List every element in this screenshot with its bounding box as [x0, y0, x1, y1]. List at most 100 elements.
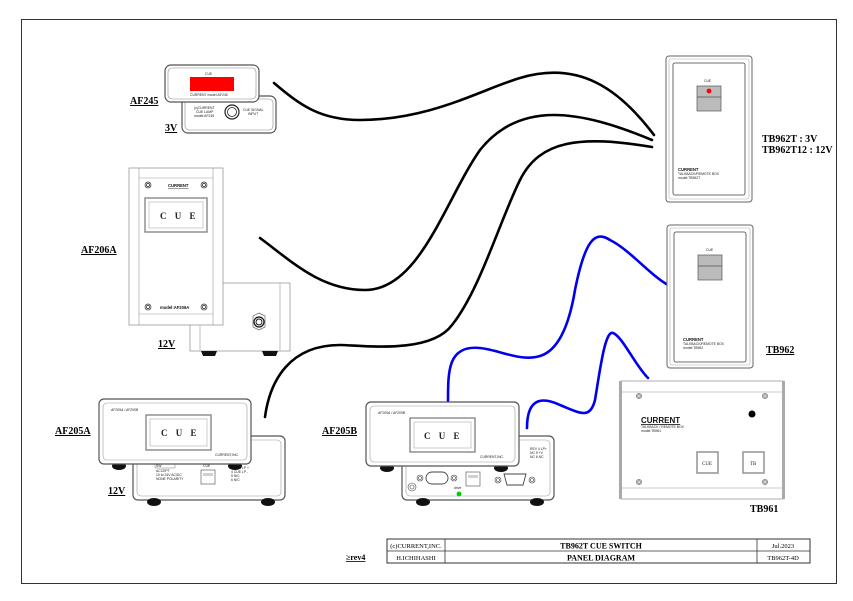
- drawing-subtitle: PANEL DIAGRAM: [567, 554, 636, 563]
- af245-model-text: CURRENT model:AF245: [190, 93, 228, 97]
- cable-af206a-to-tb962t: [258, 113, 654, 292]
- af205b-pin3: NC 6 NC: [530, 455, 544, 459]
- foot: [416, 498, 430, 506]
- tb962-brand: CURRENT: [683, 337, 704, 342]
- device-tb962t: CUE CURRENT TALKBACK/REMOTE BOX model:TB…: [665, 55, 833, 203]
- af206a-cue-window: [144, 197, 208, 233]
- tb962-cue-button: [697, 254, 723, 281]
- tb961-tb-label: TB: [750, 462, 757, 467]
- device-tb962: CUE CURRENT TALKBACK/REMOTE BOX model:TB…: [666, 224, 794, 369]
- af206a-voltage: 12V: [158, 339, 176, 350]
- af245-cue-text: CUE: [205, 72, 213, 76]
- af206a-cue-text: C U E: [160, 211, 199, 221]
- af205a-front-model: AF205A / AF205B: [110, 408, 139, 412]
- af205b-front-model: AF205A / AF205B: [377, 411, 406, 415]
- device-af206a: CURRENT C U E model:AF206A AF206A 12V: [81, 167, 291, 356]
- af205a-cue-text: C U E: [161, 428, 200, 438]
- tb962t-model: model:TB962T: [678, 176, 700, 180]
- tb962t-led: [706, 88, 712, 94]
- cable-af205b-to-tb962: [446, 235, 670, 404]
- device-af245: (c)CURRENT CUE LAMP model:AF245 CUE SIGN…: [130, 64, 277, 134]
- tb961-tb-button: [742, 451, 765, 474]
- drawing-title: TB962T CUE SWITCH: [560, 542, 642, 551]
- af205b-cue-window: [409, 417, 476, 453]
- af205b-drive-text: drive: [454, 486, 461, 490]
- doc-number-cell: TB962T-4D: [767, 555, 799, 562]
- af206a-brand: CURRENT: [168, 183, 189, 188]
- cable-af245-to-tb962t: [272, 71, 656, 137]
- af206a-model-text: model:AF206A: [160, 305, 189, 310]
- tb962t-brand: CURRENT: [678, 167, 699, 172]
- af205a-back-line2: 10 to 24V AC/DC: [156, 473, 182, 477]
- tb961-model: model:TB961: [641, 429, 661, 433]
- tb961-sub: TALKBACK / REMOTE BOX: [641, 425, 685, 429]
- af205a-cue-port-label: CUE: [203, 464, 211, 468]
- company-cell: (c)CURRENT,INC.: [390, 543, 442, 550]
- tb961-cue-button: [696, 451, 719, 474]
- tb962t-sub: TALKBACK/REMOTE BOX: [678, 172, 720, 176]
- af205a-brand: CURRENT,INC.: [215, 453, 239, 457]
- af245-input-line1: CUE SIGNAL: [243, 108, 264, 112]
- tb962t-label-line1: TB962T : 3V: [762, 134, 818, 145]
- af245-label: AF245: [130, 96, 158, 107]
- af206a-label: AF206A: [81, 245, 117, 256]
- tb961-brand: CURRENT: [641, 416, 680, 425]
- foot: [201, 351, 217, 356]
- cable-af205a-to-tb962t: [263, 139, 654, 419]
- tb961-cue-label: CUE: [702, 462, 712, 467]
- af205a-label: AF205A: [55, 426, 91, 437]
- af245-back-line1: (c)CURRENT: [194, 106, 215, 110]
- af205a-voltage: 12V: [108, 486, 126, 497]
- cable-af205b-to-tb961: [525, 331, 650, 430]
- tb961-indicator: [748, 410, 756, 418]
- tb962t-box: [665, 55, 753, 203]
- af205a-back-line3: NONE POLARITY: [156, 477, 184, 481]
- af205b-cue-text: C U E: [424, 431, 463, 441]
- af245-voltage: 3V: [165, 123, 178, 134]
- screw-icons: [636, 393, 768, 485]
- foot: [262, 351, 278, 356]
- af245-lamp: [190, 77, 234, 91]
- af205a-pin3: 5 N/C: [231, 474, 240, 478]
- af205b-label: AF205B: [322, 426, 357, 437]
- cables: [258, 71, 670, 430]
- foot: [261, 498, 275, 506]
- rj-jack-icon: [200, 469, 216, 485]
- af205a-cue-window: [145, 414, 212, 451]
- af245-back-line2: CUE LAMP: [196, 110, 214, 114]
- af205b-pin2: NC 5 +V: [530, 451, 544, 455]
- tb961-label: TB961: [750, 504, 778, 515]
- date-cell: Jul.2023: [772, 543, 794, 550]
- tb962-box: [666, 224, 754, 369]
- af205b-brand: CURRENT,INC.: [480, 455, 504, 459]
- title-block: ≥rev4 (c)CURRENT,INC. H.ICHIHASHI TB962T…: [346, 538, 811, 564]
- rj-jack-icon: [465, 471, 481, 487]
- tb961-box: [620, 380, 784, 500]
- author-cell: H.ICHIHASHI: [396, 555, 436, 562]
- af245-input-line2: INPUT: [248, 112, 258, 116]
- drive-led: [456, 491, 462, 497]
- af205a-pin4: 6 N/C: [231, 478, 240, 482]
- drawing-frame: [21, 19, 837, 584]
- device-af205b: drive REV 4 LP+ NC 5 +V NC 6 NC AF205A /…: [322, 401, 555, 506]
- jack-icon: [224, 104, 240, 120]
- af205a-back-line1: ACCEPT: [156, 469, 170, 473]
- revision-label: ≥rev4: [346, 553, 365, 562]
- device-af205a: SW ACCEPT 10 to 24V AC/DC NONE POLARITY …: [55, 398, 286, 506]
- foot: [147, 498, 161, 506]
- device-tb961: CURRENT TALKBACK / REMOTE BOX model:TB96…: [619, 380, 785, 515]
- tb962t-label-line2: TB962T12 : 12V: [762, 145, 833, 156]
- tb962-sub: TALKBACK/REMOTE BOX: [683, 342, 725, 346]
- tb962t-cue-text: CUE: [704, 79, 712, 83]
- af245-back-line3: model:AF245: [194, 114, 214, 118]
- tb962-label: TB962: [766, 345, 794, 356]
- af205a-pin2: 4 CUE LP -: [231, 470, 248, 474]
- af206a-front-box: [128, 167, 224, 326]
- tb962-model: model:TB962: [683, 346, 703, 350]
- af205b-pin1: REV 4 LP+: [530, 447, 547, 451]
- af205a-sw-text: SW: [156, 464, 162, 468]
- foot: [530, 498, 544, 506]
- screw-icons: [144, 181, 208, 311]
- tb962-cue-text: CUE: [706, 248, 714, 252]
